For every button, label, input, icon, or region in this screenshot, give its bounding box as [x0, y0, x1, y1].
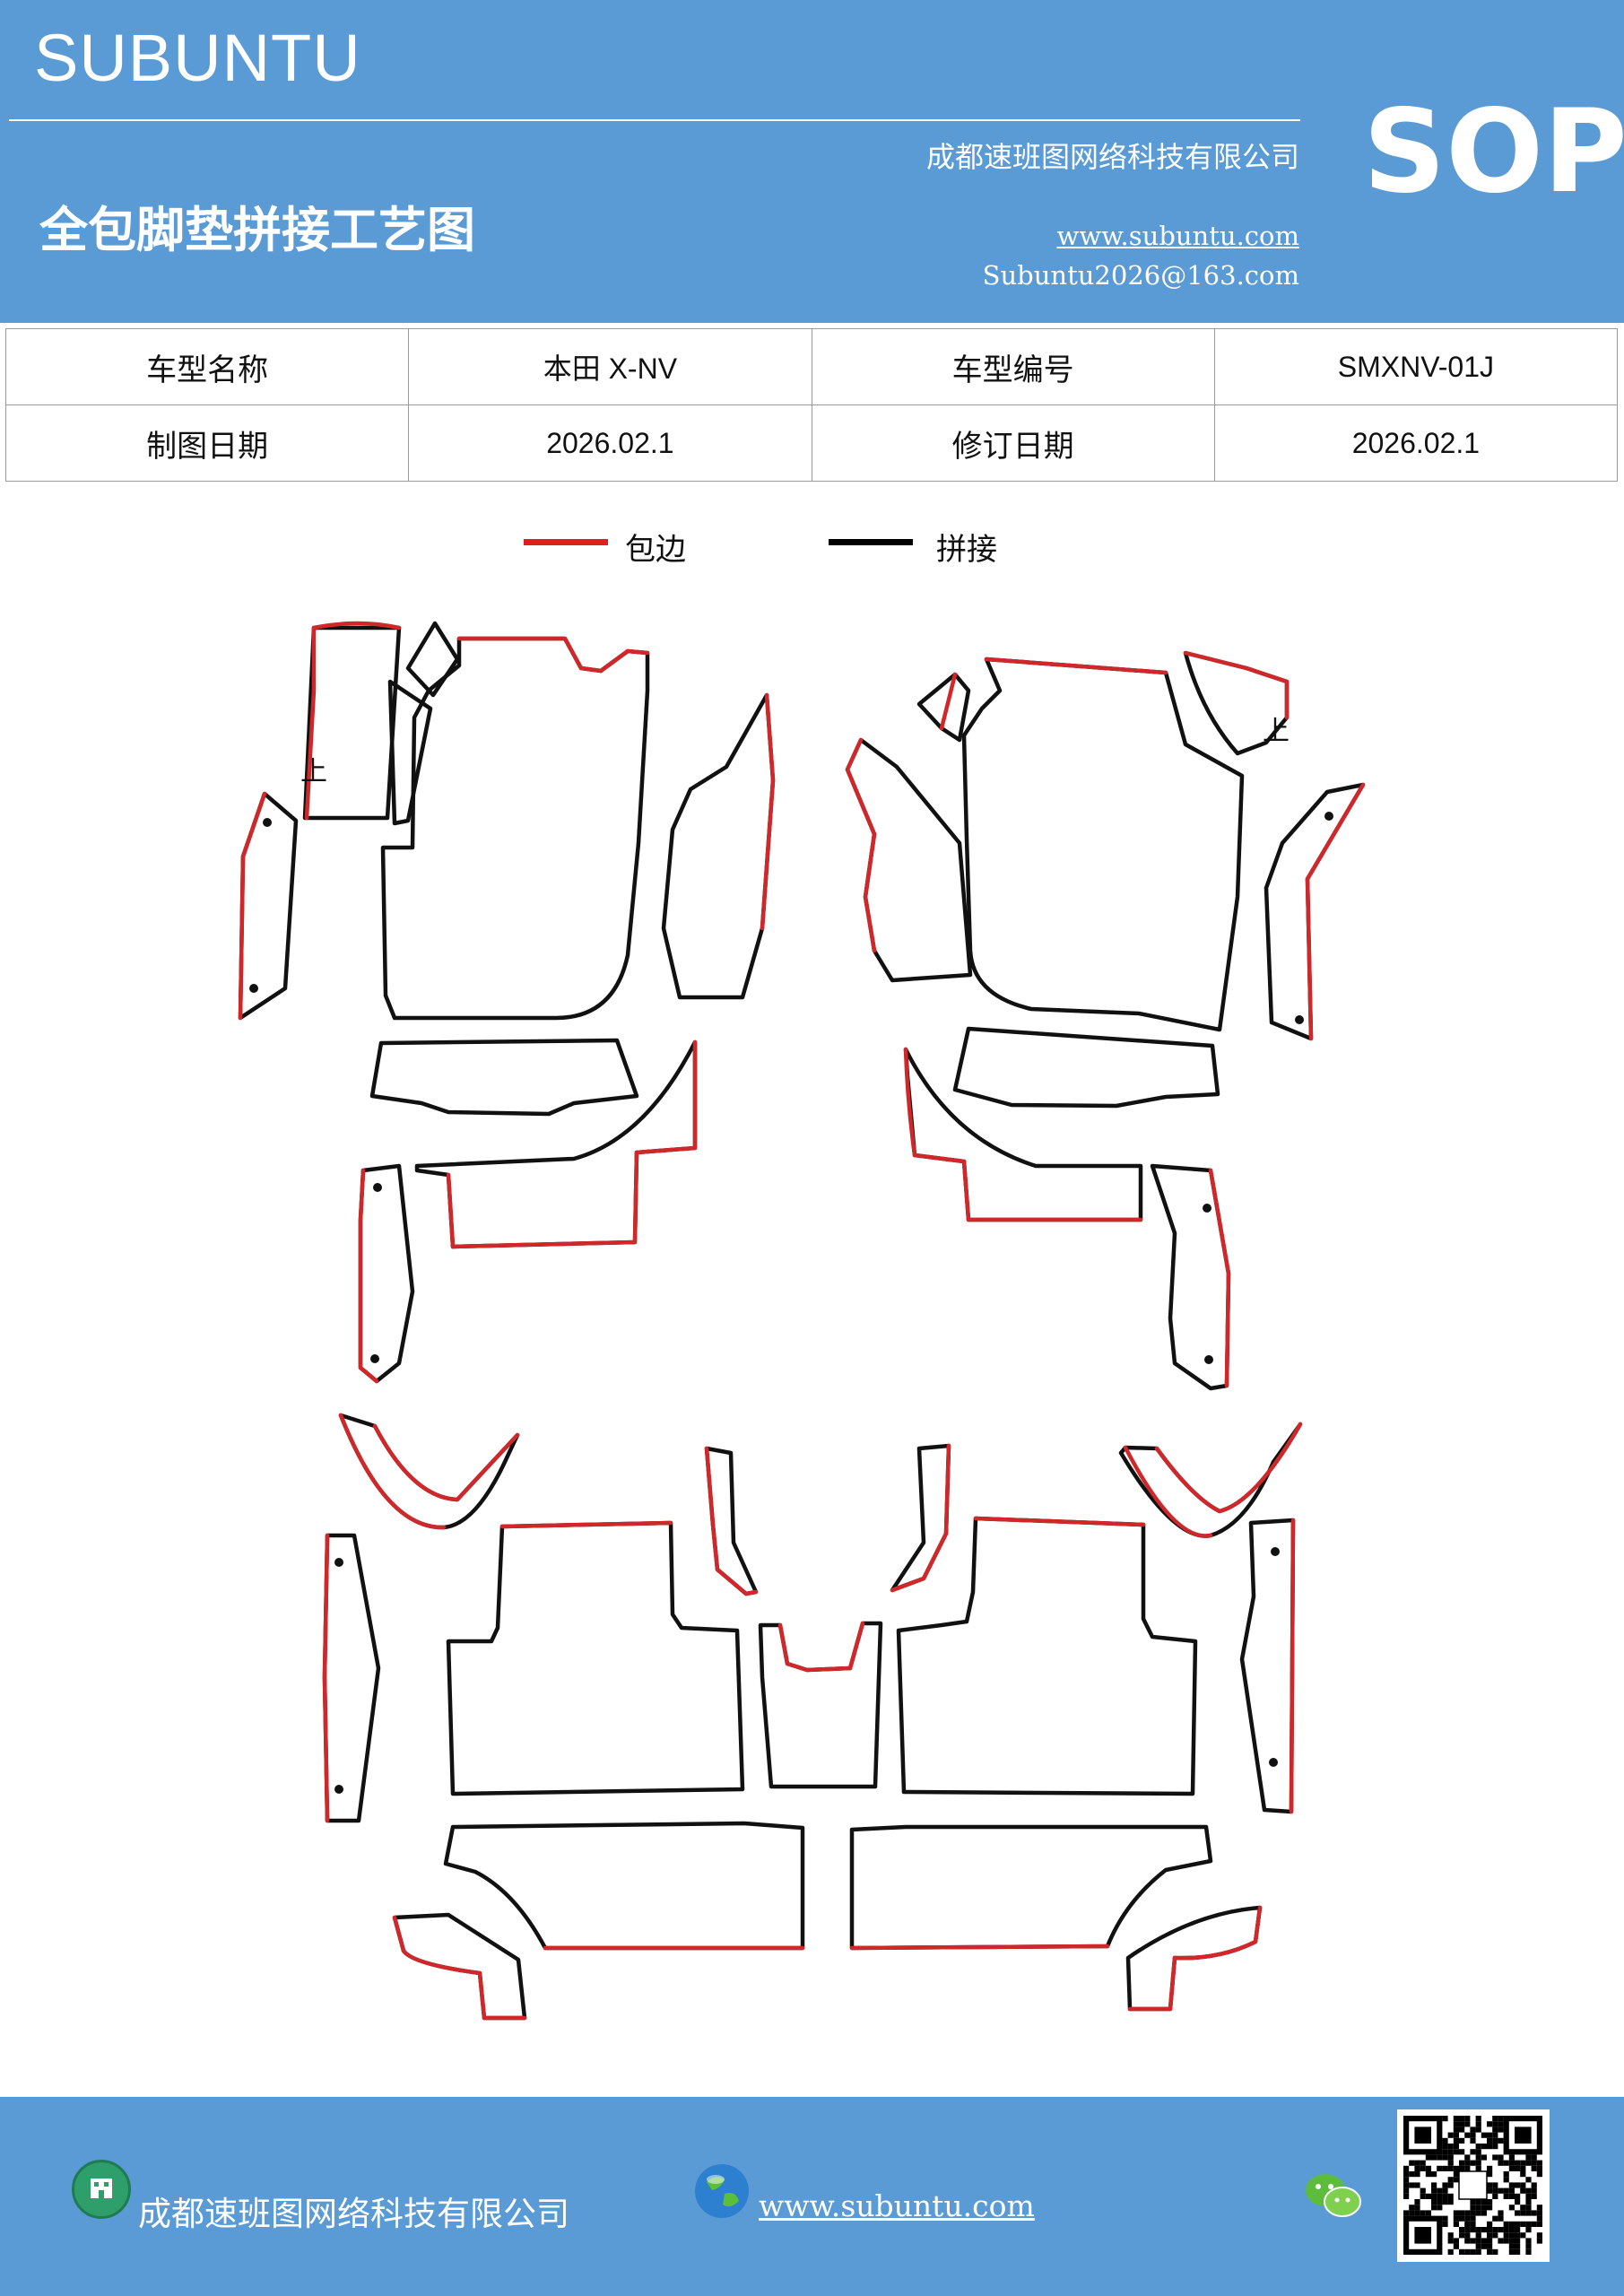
mount-hole — [334, 1558, 343, 1567]
mat-piece-front-left-notch — [405, 621, 460, 698]
mat-piece-rear-right-seat — [896, 1516, 1198, 1796]
footer-website-link[interactable]: www.subuntu.com — [759, 2188, 1035, 2223]
mount-hole — [1204, 1355, 1213, 1364]
header-banner: SUBUNTU SOP 成都速班图网络科技有限公司 全包脚垫拼接工艺图 www.… — [0, 0, 1624, 323]
value-revision-date: 2026.02.1 — [1213, 404, 1619, 482]
mat-piece-front-left — [380, 636, 650, 1021]
mount-hole — [1271, 1547, 1280, 1556]
mat-piece-front-left-wedge — [387, 679, 433, 826]
brand-name: SUBUNTU — [34, 21, 361, 95]
mat-piece-mid-left-console — [414, 1039, 698, 1249]
mat-piece-rear-right-arch — [1118, 1422, 1303, 1538]
legend-edge-swatch — [524, 539, 608, 545]
legend-edge-label: 包边 — [625, 532, 686, 568]
mat-piece-right-door — [845, 737, 973, 983]
legend: 包边 拼接 — [0, 525, 1624, 570]
globe-icon — [690, 2160, 753, 2222]
header-divider — [9, 119, 1300, 121]
footer-company: 成都速班图网络科技有限公司 — [138, 2195, 569, 2233]
sop-badge: SOP — [1363, 85, 1624, 219]
mat-piece-front-left-strip — [302, 625, 402, 821]
header-email: Subuntu2026@163.com — [982, 260, 1299, 291]
mount-hole — [263, 818, 272, 827]
vehicle-info-table: 车型名称 本田 X-NV 车型编号 SMXNV-01J 制图日期 2026.02… — [4, 328, 1619, 482]
qr-code[interactable] — [1397, 2109, 1550, 2262]
value-model-name: 本田 X-NV — [408, 328, 812, 405]
header-company: 成都速班图网络科技有限公司 — [925, 140, 1299, 174]
mat-piece-rear-right-pillar — [1239, 1518, 1296, 1814]
top-mark-right: 上 — [1263, 716, 1290, 747]
legend-seam-swatch — [829, 539, 913, 545]
mat-piece-rear-center — [758, 1621, 883, 1789]
mat-piece-front-right — [961, 657, 1245, 1032]
mat-piece-mid-right-strip — [952, 1026, 1220, 1109]
building-icon — [72, 2160, 131, 2219]
mount-hole — [1269, 1758, 1278, 1767]
footer-banner: 成都速班图网络科技有限公司 www.subuntu.com — [0, 2097, 1624, 2296]
mat-piece-mid-left-pillar — [358, 1163, 415, 1384]
value-model-code: SMXNV-01J — [1213, 328, 1619, 405]
mat-piece-front-right-notch — [916, 672, 971, 743]
mat-piece-bottom-right-panel — [849, 1824, 1213, 1951]
table-row: 制图日期 2026.02.1 修订日期 2026.02.1 — [4, 404, 1619, 482]
mat-piece-mid-right-console — [903, 1047, 1143, 1222]
mat-piece-bottom-left-panel — [443, 1821, 805, 1951]
label-model-name: 车型名称 — [4, 328, 410, 405]
header-website-link[interactable]: www.subuntu.com — [1056, 221, 1299, 251]
mat-piece-rear-left-seat — [446, 1520, 745, 1796]
mat-piece-rear-right-tab — [890, 1443, 951, 1593]
mount-hole — [1203, 1204, 1211, 1213]
mat-piece-left-door — [661, 692, 776, 1000]
mat-piece-right-pillar — [1264, 782, 1366, 1041]
label-model-code: 车型编号 — [811, 328, 1215, 405]
mount-hole — [1324, 812, 1333, 821]
mount-hole — [249, 984, 258, 993]
label-revision-date: 修订日期 — [811, 404, 1215, 482]
mat-piece-mid-left-strip — [369, 1038, 639, 1117]
value-draw-date: 2026.02.1 — [408, 404, 812, 482]
wechat-icon — [1302, 2169, 1365, 2222]
mat-piece-left-pillar — [238, 791, 299, 1021]
mat-piece-front-right-corner — [1183, 650, 1290, 756]
mount-hole — [370, 1354, 379, 1363]
document-title: 全包脚垫拼接工艺图 — [39, 201, 475, 258]
top-mark-left: 上 — [300, 756, 327, 787]
mount-hole — [1295, 1015, 1304, 1024]
mat-piece-bottom-left-step — [392, 1912, 527, 2021]
mount-hole — [334, 1785, 343, 1794]
legend-seam-label: 拼接 — [936, 532, 997, 568]
mat-piece-rear-left-pillar — [322, 1533, 381, 1823]
table-row: 车型名称 本田 X-NV 车型编号 SMXNV-01J — [4, 328, 1619, 405]
mount-hole — [373, 1183, 382, 1192]
label-draw-date: 制图日期 — [4, 404, 410, 482]
